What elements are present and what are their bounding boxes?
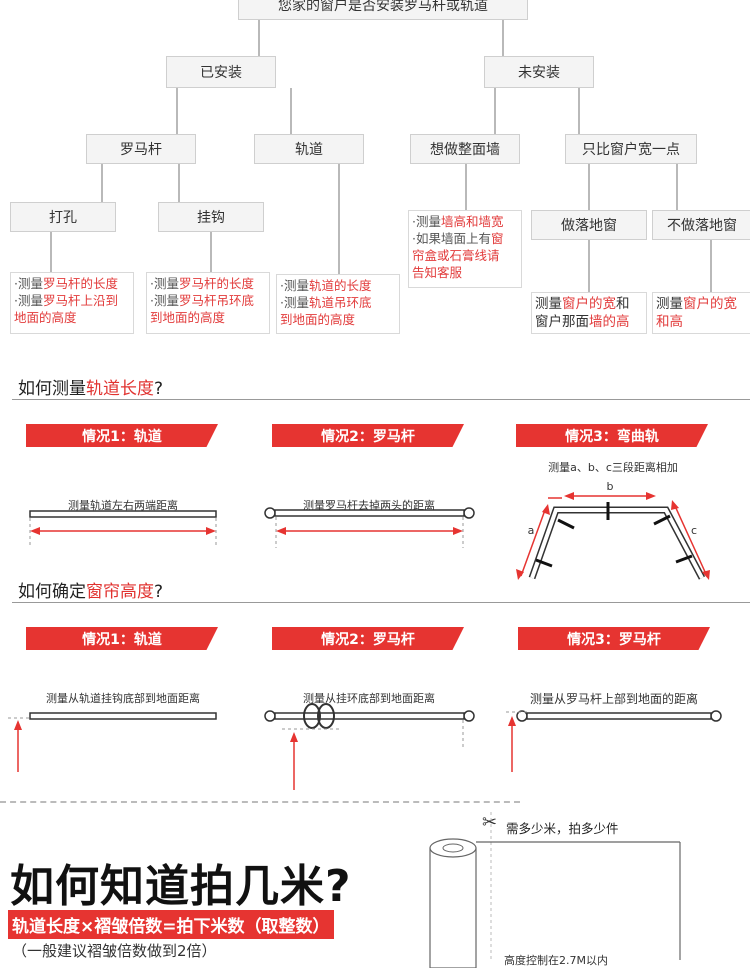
tree-line xyxy=(578,88,580,134)
node-not-installed: 未安装 xyxy=(484,56,594,88)
divider xyxy=(12,399,750,400)
tree-line xyxy=(494,88,496,134)
length-case-3-caption: 测量a、b、c三段距离相加 xyxy=(548,461,678,474)
node-slightly-wider: 只比窗户宽一点 xyxy=(565,134,697,164)
note-track: ·测量轨道的长度 ·测量轨道吊环底 到地面的高度 xyxy=(276,274,400,334)
scissor-note: 需多少米，拍多少件 xyxy=(506,821,619,836)
curve-label-c: c xyxy=(690,524,698,537)
dashed-divider xyxy=(0,801,520,803)
height-case-3-caption: 测量从罗马杆上部到地面的距离 xyxy=(529,692,698,706)
how-many-meters-title: 如何知道拍几米? xyxy=(10,861,352,912)
height-case-2-banner: 情况2：罗马杆 xyxy=(272,627,464,650)
tree-line xyxy=(588,164,590,210)
tree-line xyxy=(676,164,678,210)
node-track: 轨道 xyxy=(254,134,364,164)
formula-banner: 轨道长度×褶皱倍数=拍下米数（取整数） xyxy=(8,910,334,939)
length-case-1-banner: 情况1：轨道 xyxy=(26,424,218,447)
tree-line xyxy=(178,164,180,202)
node-root: 您家的窗户是否安装罗马杆或轨道 xyxy=(238,0,528,20)
curve-label-b: b xyxy=(606,480,614,493)
note-floor-window: 测量窗户的宽和 窗户那面墙的高 xyxy=(531,292,647,334)
height-limit-note: 高度控制在2.7M以内 xyxy=(504,954,608,967)
length-section-title: 如何测量轨道长度? xyxy=(18,379,164,399)
height-case-3-banner: 情况3：罗马杆 xyxy=(518,627,710,650)
tree-line xyxy=(101,164,103,202)
height-section-title: 如何确定窗帘高度? xyxy=(18,582,164,602)
height-case-1-banner: 情况1：轨道 xyxy=(26,627,218,650)
tree-line xyxy=(588,240,590,292)
tree-line xyxy=(210,232,212,272)
node-hook: 挂钩 xyxy=(158,202,264,232)
multiplier-note: （一般建议褶皱倍数做到2倍） xyxy=(12,942,217,960)
tree-line xyxy=(176,88,178,134)
length-case-1-caption: 测量轨道左右两端距离 xyxy=(68,499,178,512)
tree-line xyxy=(258,20,260,56)
curve-label-a: a xyxy=(527,524,535,537)
node-floor-window: 做落地窗 xyxy=(531,210,647,240)
note-no-floor-window: 测量窗户的宽 和高 xyxy=(652,292,750,334)
divider xyxy=(12,602,750,603)
height-case-1-caption: 测量从轨道挂钩底部到地面距离 xyxy=(46,692,200,705)
node-roman-rod: 罗马杆 xyxy=(86,134,196,164)
node-full-wall: 想做整面墙 xyxy=(410,134,520,164)
tree-line xyxy=(465,164,467,210)
length-case-2-banner: 情况2：罗马杆 xyxy=(272,424,464,447)
node-no-floor-window: 不做落地窗 xyxy=(652,210,750,240)
note-full-wall: ·测量墙高和墙宽 ·如果墙面上有窗 帘盒或石膏线请 告知客服 xyxy=(408,210,522,288)
scissor-icon: ✂ xyxy=(482,812,498,833)
tree-line xyxy=(710,240,712,292)
node-drill: 打孔 xyxy=(10,202,116,232)
tree-line xyxy=(338,164,340,274)
tree-line xyxy=(290,88,292,134)
length-case-3-banner: 情况3：弯曲轨 xyxy=(516,424,708,447)
tree-line xyxy=(502,20,504,56)
note-drill: ·测量罗马杆的长度 ·测量罗马杆上沿到 地面的高度 xyxy=(10,272,134,334)
note-hook: ·测量罗马杆的长度 ·测量罗马杆吊环底 到地面的高度 xyxy=(146,272,270,334)
node-installed: 已安装 xyxy=(166,56,276,88)
height-case-2-caption: 测量从挂环底部到地面距离 xyxy=(303,692,435,705)
tree-line xyxy=(50,232,52,272)
length-case-2-caption: 测量罗马杆去掉两头的距离 xyxy=(303,499,435,512)
